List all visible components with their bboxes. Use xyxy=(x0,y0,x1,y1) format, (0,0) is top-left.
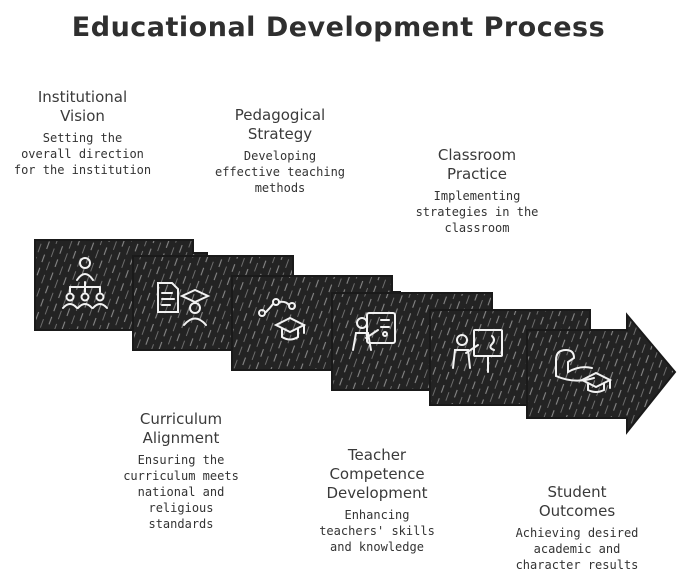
presenter-board-icon xyxy=(452,329,503,373)
step-label-3: Pedagogical Strategy Developing effectiv… xyxy=(205,106,355,196)
step-title: Teacher Competence Development xyxy=(326,446,428,502)
step-label-4: Teacher Competence Development Enhancing… xyxy=(302,446,452,555)
step-description: Implementing strategies in the classroom xyxy=(415,189,539,235)
teacher-whiteboard-icon xyxy=(352,312,396,351)
step-description: Enhancing teachers' skills and knowledge xyxy=(319,508,435,554)
step-description: Achieving desired academic and character… xyxy=(515,526,639,572)
step-title: Institutional Vision xyxy=(37,88,128,125)
step-description: Developing effective teaching methods xyxy=(214,149,346,195)
step-block-6-arrow xyxy=(526,312,677,435)
document-graduate-icon xyxy=(157,282,211,326)
arm-graduation-cap-icon xyxy=(555,348,613,393)
page-title: Educational Development Process xyxy=(71,12,606,43)
step-title: Student Outcomes xyxy=(538,483,616,520)
step-title: Classroom Practice xyxy=(437,146,517,183)
step-label-2: Curriculum Alignment Ensuring the curric… xyxy=(106,410,256,532)
step-label-6: Student Outcomes Achieving desired acade… xyxy=(498,483,656,573)
network-graduation-cap-icon xyxy=(258,298,307,341)
step-description: Setting the overall direction for the in… xyxy=(13,131,152,177)
step-title: Curriculum Alignment xyxy=(139,410,223,447)
step-title: Pedagogical Strategy xyxy=(234,106,326,143)
step-description: Ensuring the curriculum meets national a… xyxy=(123,453,239,531)
step-label-5: Classroom Practice Implementing strategi… xyxy=(402,146,552,236)
hierarchy-people-icon xyxy=(62,257,108,309)
step-label-1: Institutional Vision Setting the overall… xyxy=(10,88,155,178)
